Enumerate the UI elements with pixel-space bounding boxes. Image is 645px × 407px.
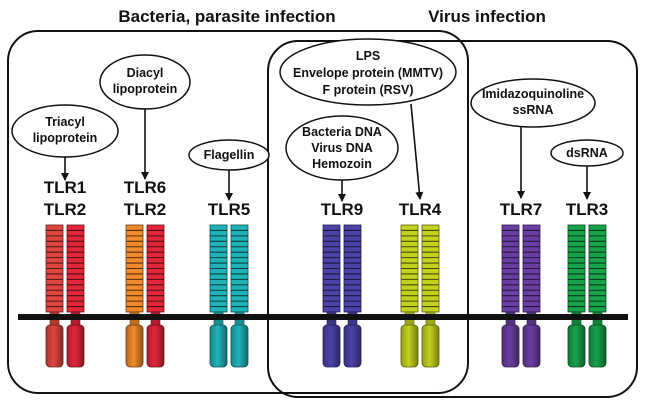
receptor-tlr7-label: TLR7 (500, 200, 543, 219)
receptor-tlr5-chain-2 (230, 224, 249, 368)
ligand-diacyl: Diacyl lipoprotein (99, 54, 191, 110)
receptor-tlr4-chain-1 (400, 224, 419, 368)
receptor-tlr3-chain-1 (567, 224, 586, 368)
ligand-lps: LPS Envelope protein (MMTV) F protein (R… (279, 38, 457, 106)
ligand-dsrna: dsRNA (550, 139, 624, 167)
receptor-tlr5-chain-1 (209, 224, 228, 368)
receptor-tlr3 (567, 224, 607, 368)
ligand-imidazo: Imidazoquinoline ssRNA (470, 78, 596, 128)
virus-group-box (267, 40, 638, 398)
ligand-triacyl: Triacyl lipoprotein (11, 104, 119, 158)
receptor-tlr6-tlr2-label1: TLR6 (124, 178, 167, 197)
receptor-tlr3-label: TLR3 (566, 200, 609, 219)
ligand-dsrna-line1: dsRNA (566, 146, 608, 160)
ligand-dna: Bacteria DNA Virus DNA Hemozoin (285, 115, 399, 181)
receptor-tlr4-label: TLR4 (399, 200, 442, 219)
receptor-tlr9-chain-1 (322, 224, 341, 368)
ligand-lps-line1: LPS (356, 49, 380, 63)
bacteria-group-box (7, 30, 469, 394)
ligand-flagellin-line1: Flagellin (204, 148, 255, 162)
receptor-tlr5 (209, 224, 249, 368)
receptor-tlr4 (400, 224, 440, 368)
receptor-tlr7-chain-1 (501, 224, 520, 368)
receptor-tlr5-label: TLR5 (208, 200, 251, 219)
receptor-tlr9-chain-2 (343, 224, 362, 368)
receptor-tlr3-chain-2 (588, 224, 607, 368)
receptor-tlr1-tlr2-chain-1 (45, 224, 64, 368)
arrow-lps-tlr4 (410, 103, 424, 200)
receptor-tlr6-tlr2-label2: TLR2 (124, 200, 167, 219)
receptor-tlr9-label: TLR9 (321, 200, 364, 219)
virus-group-title: Virus infection (428, 7, 546, 26)
receptor-tlr1-tlr2 (45, 224, 85, 368)
ligand-flagellin: Flagellin (188, 139, 270, 171)
ligand-imidazo-line1: Imidazoquinoline (482, 87, 584, 101)
receptor-tlr9 (322, 224, 362, 368)
receptor-tlr1-tlr2-label2: TLR2 (44, 200, 87, 219)
ligand-diacyl-line2: lipoprotein (113, 82, 178, 96)
arrows (61, 103, 591, 202)
receptor-tlr6-tlr2-chain-1 (125, 224, 144, 368)
ligand-dna-line1: Bacteria DNA (302, 125, 382, 139)
receptor-tlr6-tlr2-chain-2 (146, 224, 165, 368)
ligand-lps-line3: F protein (RSV) (323, 83, 414, 97)
receptor-tlr7-chain-2 (522, 224, 541, 368)
ligand-dna-line2: Virus DNA (311, 141, 373, 155)
ligand-dna-line3: Hemozoin (312, 157, 372, 171)
ligand-diacyl-line1: Diacyl (127, 66, 164, 80)
receptor-layer (45, 224, 607, 368)
ligand-imidazo-line2: ssRNA (513, 103, 554, 117)
ligand-triacyl-line2: lipoprotein (33, 131, 98, 145)
receptor-tlr7 (501, 224, 541, 368)
ligand-lps-line2: Envelope protein (MMTV) (293, 66, 443, 80)
bacteria-group-title: Bacteria, parasite infection (118, 7, 335, 26)
receptor-tlr1-tlr2-label1: TLR1 (44, 178, 87, 197)
receptor-tlr4-chain-2 (421, 224, 440, 368)
ligand-triacyl-line1: Triacyl (45, 115, 85, 129)
receptor-tlr1-tlr2-chain-2 (66, 224, 85, 368)
receptor-tlr6-tlr2 (125, 224, 165, 368)
